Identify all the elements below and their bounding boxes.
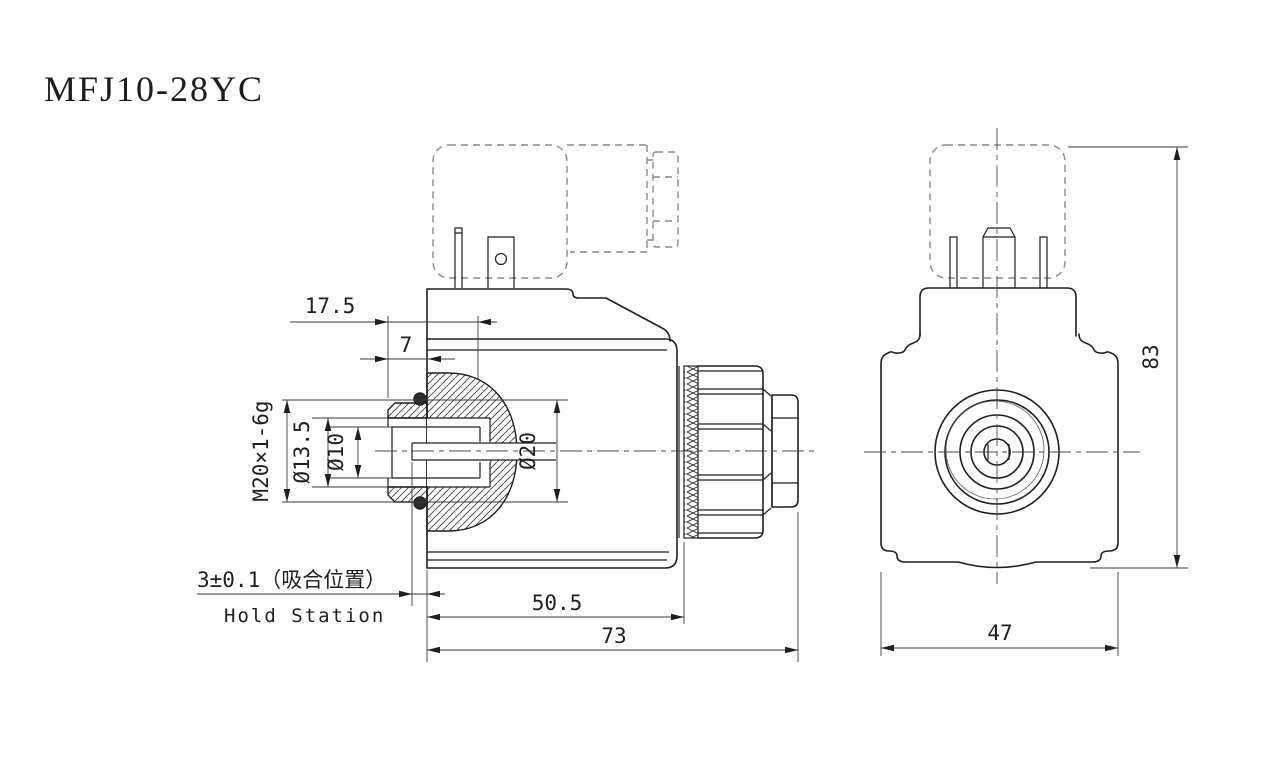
dim-connector-offset: 17.5 xyxy=(290,294,497,398)
end-cap-outline xyxy=(771,394,799,508)
nut-upper xyxy=(387,402,428,419)
dim-text-20: Ø20 xyxy=(516,432,540,470)
rod-outline xyxy=(411,442,556,461)
dim-coil-length: 50.5 xyxy=(427,542,685,624)
knob-chamfer-ticks xyxy=(762,388,772,516)
front-view xyxy=(864,128,1140,584)
knurled-adjuster xyxy=(678,365,799,539)
circle-thin xyxy=(945,400,1045,500)
dim-tube-od: Ø20 xyxy=(516,400,561,502)
o-ring-bottom xyxy=(413,496,427,510)
coil-housing xyxy=(426,288,678,569)
pin-left xyxy=(949,236,958,288)
connector-side-block xyxy=(567,144,648,253)
dim-stroke-note: 3±0.1（吸合位置） Hold Station xyxy=(197,462,445,662)
dim-text-m20: M20×1-6g xyxy=(249,400,273,501)
side-view-dimensions: 17.5 7 M20×1-6g Ø13.5 Ø10 xyxy=(197,294,799,662)
side-view xyxy=(375,144,818,569)
connector-body-outline xyxy=(432,144,568,279)
dim-text-stroke-cn: 3±0.1（吸合位置） xyxy=(197,568,386,592)
bore-lines xyxy=(387,417,491,488)
end-cap-lines xyxy=(772,417,798,484)
cable-gland-outline xyxy=(652,151,679,248)
knob-outline xyxy=(697,365,764,539)
knurl-band xyxy=(683,365,699,539)
pin-wide xyxy=(487,236,515,288)
dim-text-50-5: 50.5 xyxy=(532,591,583,615)
solenoid-body-front xyxy=(880,287,1119,569)
dim-nut-width: 7 xyxy=(360,333,455,363)
coil-body-outline xyxy=(426,338,678,569)
dim-text-13-5: Ø13.5 xyxy=(290,420,314,483)
dim-overall-width: 47 xyxy=(880,572,1119,656)
dim-text-73: 73 xyxy=(601,624,626,648)
pin-right xyxy=(1039,236,1048,288)
dim-thread-spec: M20×1-6g xyxy=(249,399,568,503)
connector-phantom-front xyxy=(929,144,1066,279)
dim-overall-length: 73 xyxy=(427,512,799,662)
knob-grooves xyxy=(698,370,763,534)
lamination-body-outline xyxy=(880,333,1119,569)
front-view-dimensions: 83 47 xyxy=(880,146,1188,656)
dim-bore-major: Ø13.5 xyxy=(290,417,388,488)
dim-text-47: 47 xyxy=(987,621,1012,645)
terminal-block-outline xyxy=(426,288,671,342)
terminal-pins-front xyxy=(949,227,1048,288)
coil-band-lines xyxy=(427,349,669,561)
upper-block-outline xyxy=(919,287,1077,337)
cable-gland-steps xyxy=(647,159,678,241)
rod-cutout xyxy=(412,443,556,460)
dim-text-17-5: 17.5 xyxy=(305,294,356,318)
dim-text-83: 83 xyxy=(1139,344,1163,369)
dim-text-stroke-en: Hold Station xyxy=(224,605,385,627)
o-ring-top xyxy=(413,392,427,406)
push-rod xyxy=(411,442,556,461)
dim-text-10: Ø10 xyxy=(324,433,348,471)
page-title: MFJ10-28YC xyxy=(44,69,264,109)
pin-thin xyxy=(454,227,463,288)
terminal-pins-side xyxy=(454,227,515,288)
pin-center xyxy=(982,227,1016,288)
pin-hole xyxy=(494,252,508,266)
connector-phantom-side xyxy=(432,144,679,279)
dim-text-7: 7 xyxy=(400,333,413,357)
dim-bore-minor: Ø10 xyxy=(324,426,392,479)
dim-overall-height: 83 xyxy=(1068,146,1188,569)
